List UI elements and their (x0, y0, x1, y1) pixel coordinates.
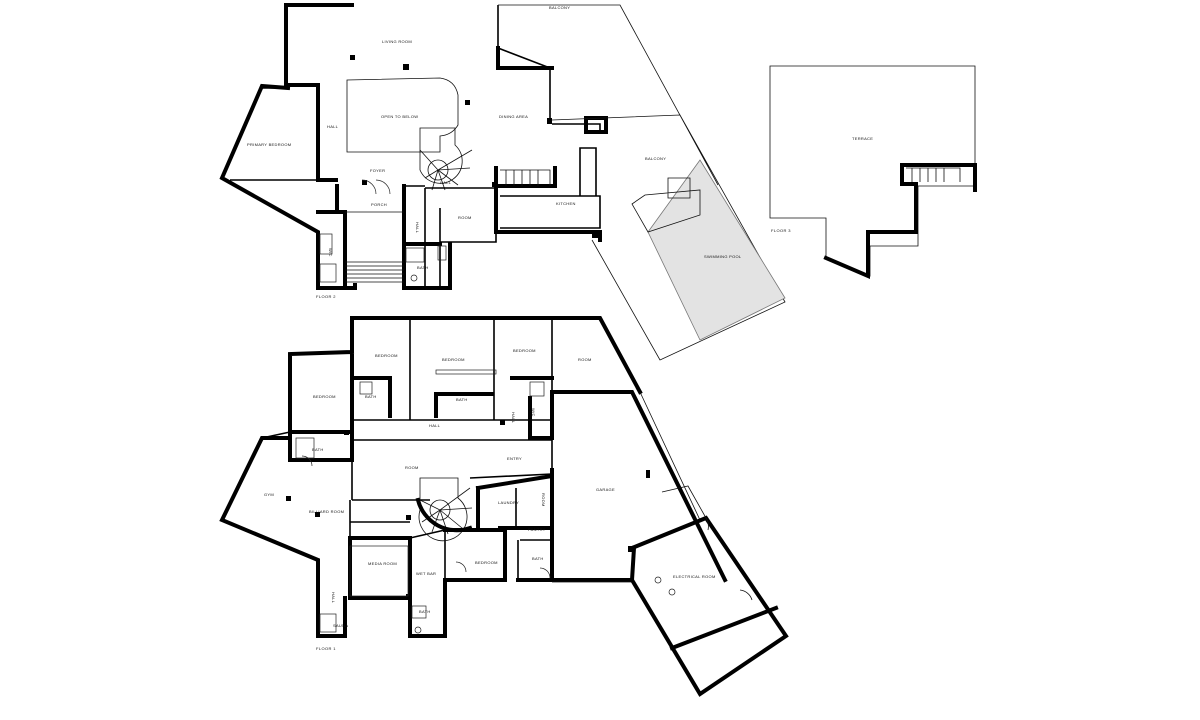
label-dining-area: DINING AREA (499, 114, 528, 119)
label-porch: PORCH (371, 202, 387, 207)
label-bedroom-2: BEDROOM (442, 357, 465, 362)
spiral-stair-wall-f1 (415, 497, 473, 533)
label-sauna: SAUNA (333, 623, 348, 628)
label-bath-f1-d: BATH (532, 556, 544, 561)
open-to-below-outline (346, 77, 459, 153)
electrical-room-wall (629, 515, 789, 697)
media-room-wall (348, 536, 447, 638)
floor-1-spiral-stair (418, 477, 473, 542)
floor-1-bedroom-5-wall (443, 528, 507, 600)
label-billiard-room: BILLIARD ROOM (309, 509, 344, 514)
label-foyer: FOYER (370, 168, 385, 173)
floor-1-west-wall (219, 436, 347, 638)
label-wic-f2: W/C (328, 248, 333, 257)
label-balcony-top: BALCONY (549, 5, 570, 10)
label-bedroom-5: BEDROOM (475, 560, 498, 565)
floor-2-south-wall (402, 184, 452, 290)
floor-1-gym-wall (261, 431, 291, 439)
label-balcony-right: BALCONY (645, 156, 666, 161)
floor-2-columns (350, 55, 600, 238)
label-hall: HALL (327, 124, 339, 129)
floor-2-spiral-stair (419, 127, 473, 191)
floor-2-stair-wall (316, 184, 347, 290)
label-terrace: TERRACE (852, 136, 873, 141)
label-entry: ENTRY (507, 456, 522, 461)
pantry-wall (515, 488, 552, 580)
floor-2-porch-stair (345, 211, 404, 283)
room-labels: BALCONY LIVING ROOM OPEN TO BELOW DINING… (247, 5, 873, 651)
kitchen-counter (500, 147, 601, 229)
label-bath-f1-e: BATH (419, 609, 431, 614)
label-room-f1-c: ROOM (541, 493, 546, 507)
label-open-to-below: OPEN TO BELOW (381, 114, 418, 119)
label-hall-f1-b: HALL (429, 423, 441, 428)
floor-2-room-wall (404, 185, 497, 288)
garage-glass (552, 391, 701, 583)
label-bedroom-1: BEDROOM (375, 353, 398, 358)
label-laundry: LAUNDRY (498, 500, 519, 505)
floor-2-fixtures (319, 179, 447, 283)
label-room-f1-mid: ROOM (405, 465, 419, 470)
label-wet-bar: WET BAR (416, 571, 436, 576)
floor-1-bedroom-bath-walls (354, 376, 554, 440)
label-media-room: MEDIA ROOM (368, 561, 397, 566)
balcony-edge (498, 4, 786, 361)
floor-3-plan (769, 65, 977, 280)
pool-deck (631, 177, 701, 233)
label-bath-f1-b: BATH (456, 397, 468, 402)
label-hall-f2-b: HALL (415, 222, 420, 234)
label-hall-f1: HALL (511, 412, 516, 424)
terrace-stair (906, 167, 961, 182)
floor-1-bedroom-walls (352, 318, 600, 421)
label-floor-2: FLOOR 2 (316, 294, 336, 299)
label-floor-1: FLOOR 1 (316, 646, 336, 651)
floor-1-plan (219, 316, 789, 697)
swimming-pool-shape (647, 159, 786, 341)
garage-wall (550, 390, 728, 583)
label-gym: GYM (264, 492, 274, 497)
floor-1-north-wall (288, 316, 643, 434)
kitchen-stair (500, 169, 551, 186)
label-living-room: LIVING ROOM (382, 39, 412, 44)
label-garage: GARAGE (596, 487, 615, 492)
label-floor-3: FLOOR 3 (771, 228, 791, 233)
electrical-room-door (661, 485, 753, 601)
floor-2-primary-bedroom-wall (230, 87, 318, 181)
label-bath-f1-a: BATH (365, 394, 377, 399)
label-electrical-room: ELECTRICAL ROOM (673, 574, 716, 579)
label-bedroom-3: BEDROOM (513, 348, 536, 353)
floor-1-middle-walls (351, 439, 553, 501)
floor-1-fixtures (295, 369, 676, 634)
floor-2-living-room-wall (285, 5, 601, 132)
label-hall-f1-c: HALL (331, 592, 336, 604)
floor-2-plan (219, 3, 786, 361)
label-room-f2: ROOM (458, 215, 472, 220)
kitchen-wall (494, 166, 602, 242)
label-room-f1-top: ROOM (578, 357, 592, 362)
label-primary-bedroom: PRIMARY BEDROOM (247, 142, 291, 147)
floor-1-columns (286, 420, 650, 599)
label-bath-f1-c: BATH (312, 447, 324, 452)
label-wic-f1: W/C (531, 408, 536, 417)
label-kitchen: KITCHEN (556, 201, 576, 206)
label-hall-f2-c: HALL (440, 180, 452, 185)
label-bedroom-4: BEDROOM (313, 394, 336, 399)
floor-1-hall-wall (288, 430, 354, 462)
terrace-stair-wall (823, 163, 977, 280)
label-swimming-pool: SWIMMING POOL (704, 254, 742, 259)
label-bath-f2: BATH (417, 265, 429, 270)
label-pantry: PANTRY (528, 527, 546, 532)
